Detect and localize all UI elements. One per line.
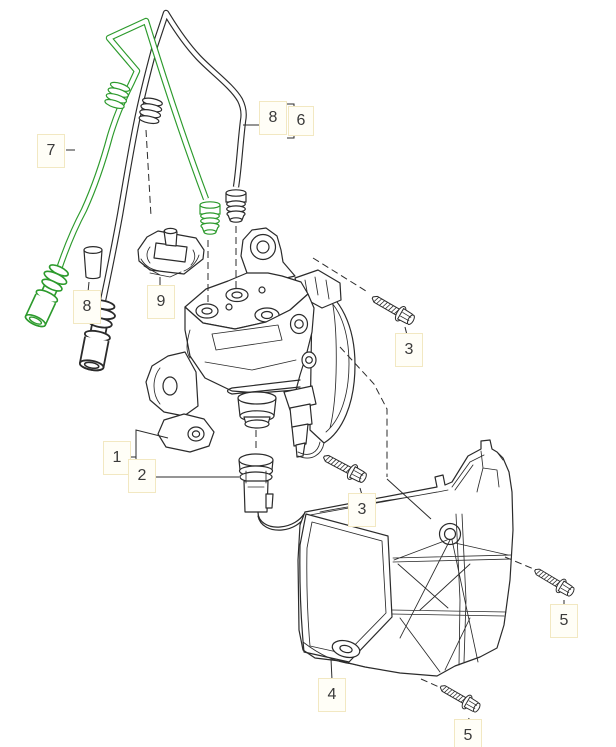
callout-6[interactable]: 6 [288,106,314,136]
callout-5-right[interactable]: 5 [550,604,578,638]
sensor-wire [257,511,306,531]
part-pressure-line-6[interactable] [76,9,247,374]
part-sensor-2[interactable] [238,453,306,531]
part-bracket-9[interactable] [137,227,205,278]
part-sleeve-8[interactable] [83,246,103,280]
part-screw-5-bottom[interactable] [436,679,484,716]
callout-3-upper[interactable]: 3 [395,333,423,367]
pump-foot [157,413,215,453]
part-screw-3-upper[interactable] [368,290,418,329]
callout-7[interactable]: 7 [37,134,65,168]
callout-9[interactable]: 9 [147,285,175,319]
return-line-end-fitting [199,201,221,235]
part-return-line-7[interactable] [21,17,221,331]
cover-ribs [391,513,512,673]
part-screw-3-lower[interactable] [319,449,370,487]
callout-8-top[interactable]: 8 [259,101,287,135]
callout-1[interactable]: 1 [103,441,131,475]
pump-strap [226,379,301,395]
part-pump-assembly-1[interactable] [145,227,356,459]
callout-3-lower[interactable]: 3 [348,493,376,527]
pressure-line-end-fitting [225,189,247,223]
return-line-hose-tip [21,261,73,331]
pump-solenoid-valve [283,385,325,459]
assembly-dashed-lines [145,129,537,688]
callout-5-bottom[interactable]: 5 [454,719,482,747]
part-cover-4[interactable] [297,439,514,677]
callout-4[interactable]: 4 [318,678,346,712]
pump-bottom-boss [237,391,277,429]
union-nut-8-on-line-7[interactable] [102,79,132,112]
callout-8-sleeve[interactable]: 8 [73,290,101,324]
pump-rear-disc [309,286,356,444]
callout-2[interactable]: 2 [128,459,156,493]
cover-front-panel [299,513,393,663]
part-screw-5-right[interactable] [530,563,578,600]
